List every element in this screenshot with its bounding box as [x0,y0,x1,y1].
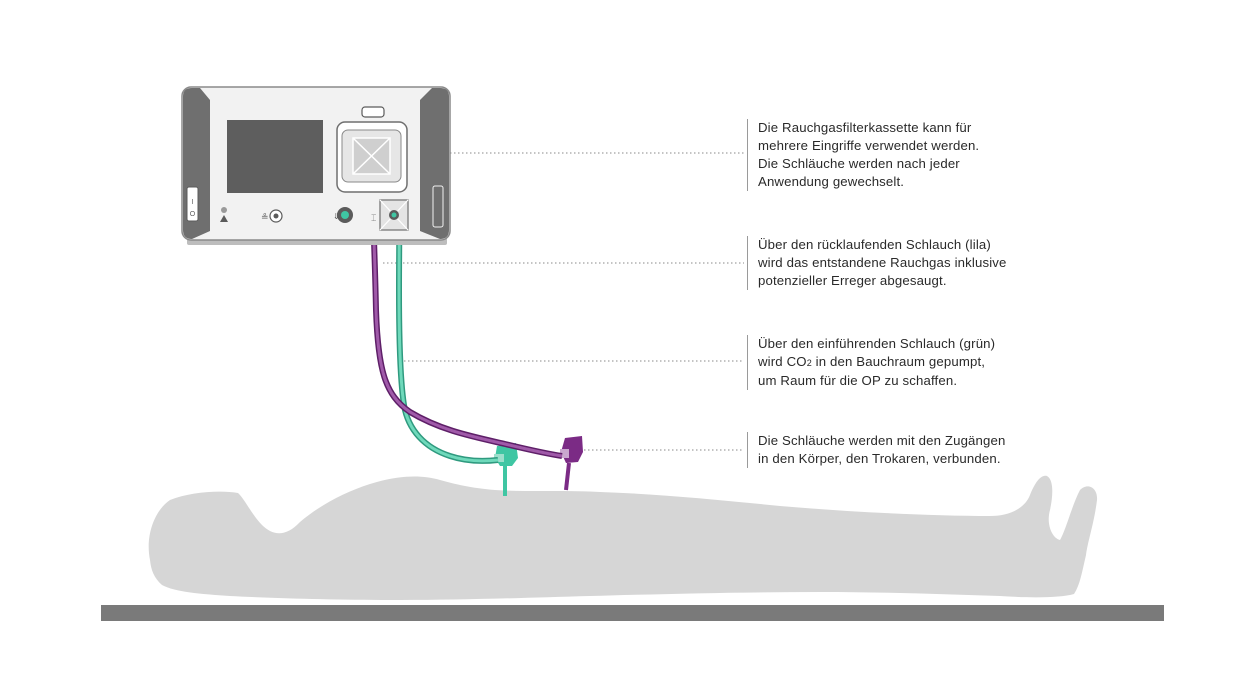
device-screen [227,120,323,193]
callout-text: in den Bauchraum gepumpt, [811,354,986,369]
port-symbol-icon: ⇓ [333,212,340,221]
status-led-icon [221,207,227,213]
svg-text:O: O [190,211,196,218]
callout-line: mehrere Eingriffe verwendet werden. [758,138,980,153]
operating-table [101,605,1164,621]
callout-text: wird CO [758,354,807,369]
insufflation-port-icon [337,207,353,223]
callout-line: potenzieller Erreger abgesaugt. [758,273,947,288]
insufflator-device: I O ≗ ⇓ ⌶ [181,86,451,245]
subscript-2: 2 [806,358,812,368]
purple-trocar [560,436,583,491]
leader-lines [383,152,744,451]
callout-line: wird das entstandene Rauchgas inklusive [758,255,1007,270]
callout-line: Die Schläuche werden mit den Zugängen [758,433,1006,448]
green-tube [340,216,499,464]
callout-trocars: Die Schläuche werden mit den Zugängen in… [747,432,1005,468]
callout-purple-tube: Über den rücklaufenden Schlauch (lila) w… [747,236,1007,290]
svg-text:≗: ≗ [261,212,269,222]
purple-tube [369,171,563,459]
footswitch-connector-icon: ≗ [261,209,283,223]
callout-line: um Raum für die OP zu schaffen. [758,373,958,388]
callout-line: Die Rauchgasfilterkassette kann für [758,120,972,135]
filter-cassette-icon [336,106,409,231]
power-switch-icon: I O [186,186,199,222]
warning-icon [220,215,228,222]
callout-line: Über den rücklaufenden Schlauch (lila) [758,237,991,252]
callout-line: Die Schläuche werden nach jeder [758,156,960,171]
callout-filter-cassette: Die Rauchgasfilterkassette kann für mehr… [747,119,979,191]
callout-line: Über den einführenden Schlauch (grün) [758,336,996,351]
callout-line: Anwendung gewechselt. [758,174,905,189]
callout-line: in den Körper, den Trokaren, verbunden. [758,451,1001,466]
patient-silhouette [148,475,1098,600]
green-trocar [494,443,518,496]
callout-green-tube: Über den einführenden Schlauch (grün) wi… [747,335,995,390]
callout-line: wird CO2 in den Bauchraum gepumpt, [758,353,995,372]
port-bracket-icon: ⌶ [371,213,376,223]
svg-text:I: I [192,199,194,206]
